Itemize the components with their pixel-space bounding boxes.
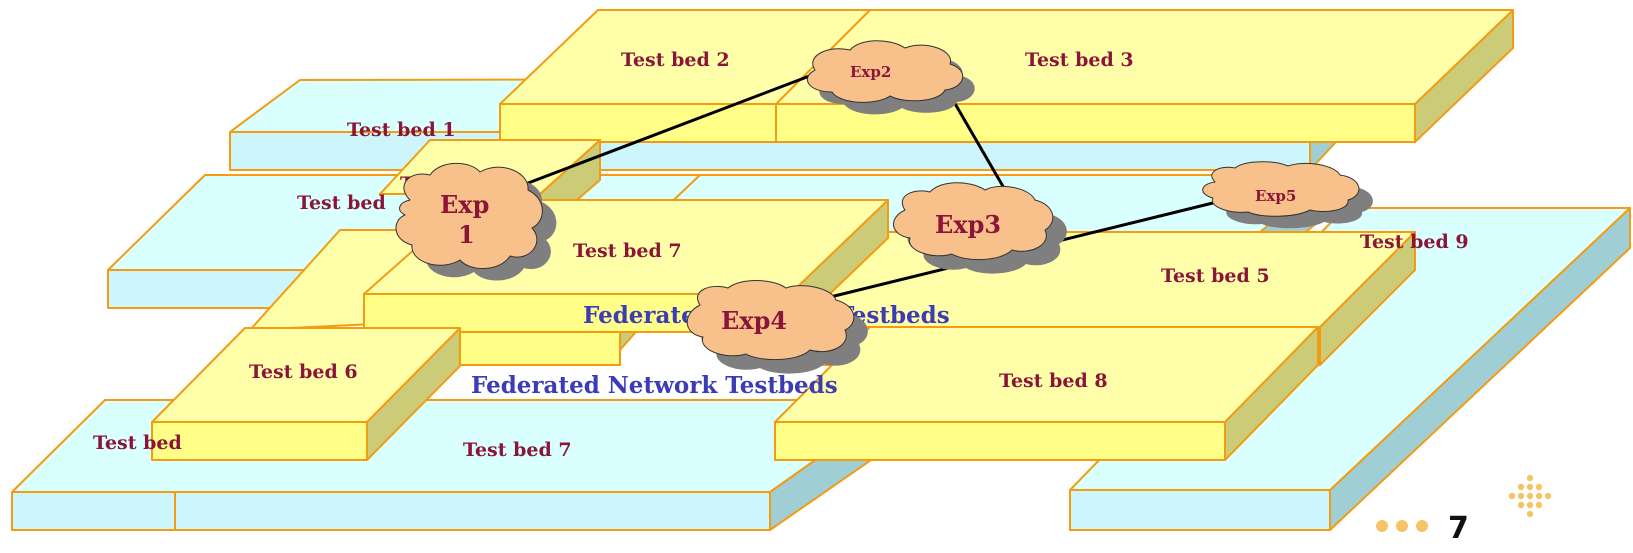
corner-dot: [1517, 492, 1525, 500]
corner-dot: [1526, 501, 1534, 509]
page-number: 7: [1448, 511, 1469, 546]
label-test-bed-left: Test bed: [297, 192, 386, 214]
label-test-bed-1: Test bed 1: [347, 119, 456, 141]
label-exp4: Exp4: [721, 306, 787, 335]
label-exp1-line1: Exp: [440, 190, 489, 219]
cloud-exp1: Exp 1: [395, 162, 557, 281]
yellow-slab-test-bed-8: [774, 326, 1319, 461]
cloud-body: [686, 280, 855, 361]
label-exp1-line2: 1: [458, 220, 475, 249]
cloud-exp5: Exp5: [1202, 161, 1373, 229]
corner-dot: [1535, 492, 1543, 500]
label-test-bed-9: Test bed 9: [1360, 231, 1469, 253]
corner-dot: [1517, 501, 1525, 509]
label-test-bed-7-yellow: Test bed 7: [573, 240, 682, 262]
slab-top: [774, 326, 1319, 423]
cloud-body: [806, 40, 963, 103]
label-test-bed-7-cyan: Test bed 7: [463, 439, 572, 461]
slab-front: [774, 421, 1226, 461]
link-exp2-exp3: [948, 94, 1010, 196]
cloud-body: [1202, 161, 1360, 217]
slab-top: [151, 327, 461, 423]
corner-dot: [1526, 474, 1534, 482]
slab-front: [11, 491, 771, 531]
cloud-exp3: Exp3: [893, 182, 1067, 274]
cloud-body: [893, 182, 1054, 261]
corner-dot-pattern: [1508, 474, 1552, 518]
corner-dot: [1535, 501, 1543, 509]
yellow-slab-test-bed-6: [151, 327, 461, 461]
corner-dot: [1535, 483, 1543, 491]
corner-dot: [1508, 492, 1516, 500]
slab-front: [1069, 489, 1331, 531]
footer-dots-left: [1376, 520, 1428, 532]
corner-dot: [1526, 483, 1534, 491]
label-test-bed-2: Test bed 2: [621, 49, 730, 71]
cloud-exp4: Exp4: [686, 280, 868, 374]
corner-dot: [1526, 492, 1534, 500]
corner-dot: [1544, 492, 1552, 500]
label-test-bed-3: Test bed 3: [1025, 49, 1134, 71]
slab-front: [499, 103, 781, 143]
dot: [1376, 520, 1388, 532]
label-test-bed-8: Test bed 8: [999, 370, 1108, 392]
label-federated-lower: Federated Network Testbeds: [471, 372, 838, 399]
corner-dot: [1526, 510, 1534, 518]
label-exp2: Exp2: [850, 63, 891, 81]
corner-dot: [1517, 483, 1525, 491]
link-exp1-exp2: [514, 70, 821, 190]
dot: [1396, 520, 1408, 532]
slab-front: [151, 421, 368, 461]
label-exp5: Exp5: [1255, 187, 1296, 205]
label-test-bed-left-bottom: Test bed: [93, 432, 182, 454]
cloud-body: [395, 162, 543, 270]
label-test-bed-5: Test bed 5: [1161, 265, 1270, 287]
label-test-bed-6: Test bed 6: [249, 361, 358, 383]
label-exp3: Exp3: [935, 210, 1001, 239]
cloud-exp2: Exp2: [806, 40, 975, 115]
dot: [1416, 520, 1428, 532]
cyan-slab-test-bed-7: [11, 399, 901, 531]
